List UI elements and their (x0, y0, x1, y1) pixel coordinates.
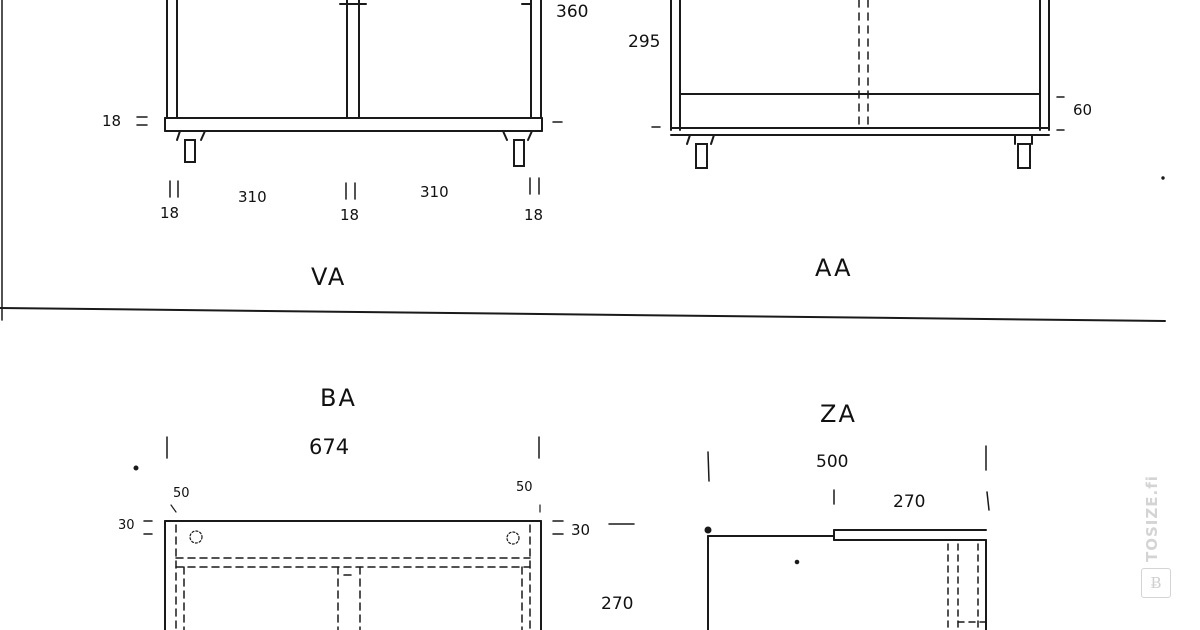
view-ba-frame (133, 436, 635, 630)
va-post-mid-label: 18 (340, 206, 360, 224)
va-post-left-label: 18 (160, 204, 180, 222)
va-gap-left-label: 310 (238, 188, 267, 206)
za-inner-label: 270 (893, 492, 926, 512)
watermark-logo-icon: Ƀ (1141, 568, 1171, 598)
ba-width-label: 674 (309, 435, 350, 459)
ba-corner-left-label: 50 (173, 486, 190, 501)
aa-shelf-label: 60 (1073, 101, 1093, 119)
va-height-label: 360 (556, 2, 589, 22)
section-divider (0, 307, 1166, 322)
view-va-frame (136, 0, 563, 200)
va-view-title: VA (311, 263, 347, 291)
za-width-label: 500 (816, 452, 849, 472)
ba-corner-right-label: 50 (516, 480, 533, 495)
va-thickness-label: 18 (102, 112, 122, 130)
watermark-text: TOSIZE.fi (1143, 475, 1161, 562)
za-view-title: ZA (820, 400, 857, 428)
ba-height-label: 270 (601, 594, 634, 614)
va-post-right-label: 18 (524, 206, 544, 224)
ba-top-left-label: 30 (118, 518, 135, 533)
view-aa-frame (651, 0, 1065, 169)
va-gap-right-label: 310 (420, 183, 449, 201)
ba-view-title: BA (320, 384, 357, 412)
ba-top-right-label: 30 (571, 521, 591, 539)
view-za-frame (704, 445, 990, 630)
aa-height-label: 295 (628, 32, 661, 52)
aa-view-title: AA (815, 254, 853, 282)
